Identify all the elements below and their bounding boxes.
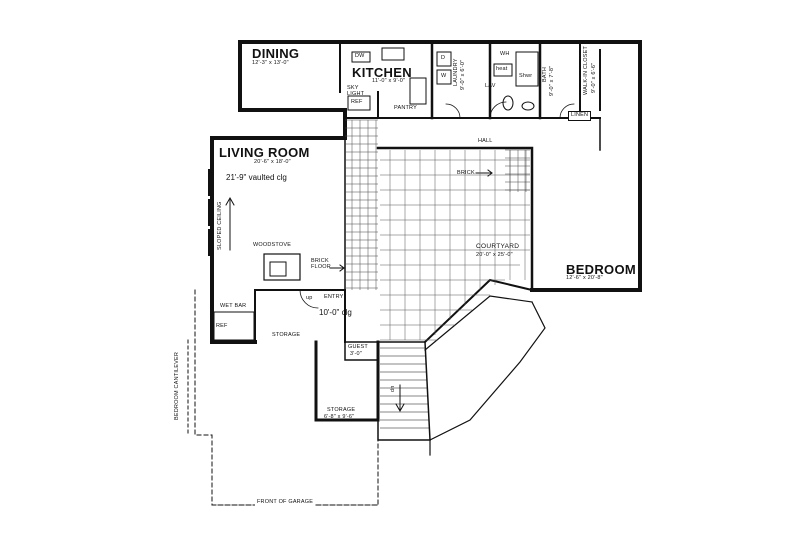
washer-label: W [441, 73, 447, 79]
brick-label: BRICK [457, 170, 475, 176]
stair-outline [377, 341, 431, 441]
closet-title: WALK-IN CLOSET [583, 45, 589, 95]
up-label: up [306, 295, 313, 301]
door-swing-closet [559, 103, 575, 119]
wall-hall-south [376, 146, 534, 292]
stairs-dn-label: dn [390, 385, 396, 392]
brick-floor-label: BRICK FLOOR [311, 258, 331, 271]
guest-title: GUEST [348, 344, 368, 350]
wall-closet [579, 41, 601, 111]
slope-arrow [225, 196, 235, 251]
brick-arrow [329, 264, 345, 272]
kitchen-title: KITCHEN [352, 65, 412, 80]
guest-closet [344, 341, 379, 361]
kitchen-sink [381, 47, 405, 61]
courtyard-title: COURTYARD [476, 243, 520, 250]
diagonal-wall-courtyard [423, 278, 534, 344]
skylight-label: SKY LIGHT [347, 85, 365, 97]
dining-dim: 12'-3" x 13'-0" [252, 60, 289, 66]
living-dim: 20'-6" x 18'-0" [254, 159, 291, 165]
front-of-garage-label: FRONT OF GARAGE [255, 499, 316, 506]
storage-lower-title: STORAGE [327, 407, 356, 413]
toilet [502, 95, 514, 111]
hall-label: HALL [478, 138, 493, 144]
heater [493, 63, 513, 77]
wet-bar-counter [213, 311, 255, 341]
guest-dim: 3'-0" [350, 351, 362, 357]
door-swing-bath [489, 101, 507, 119]
sloped-ceiling-label: SLOPED CEILING [217, 201, 223, 250]
stairs-arrow [395, 384, 405, 413]
shower [515, 51, 539, 87]
bedroom-dim: 12'-6" x 20'-8" [566, 275, 603, 281]
bedroom-title: BEDROOM [566, 262, 636, 277]
woodstove [269, 261, 287, 277]
stair-treads [380, 347, 430, 429]
living-title: LIVING ROOM [219, 145, 310, 160]
refrigerator [347, 95, 371, 111]
bath-title: BATH [542, 66, 548, 82]
heat-label: heat [496, 66, 508, 72]
exterior-wall-living [210, 136, 347, 344]
bath-dim: 9'-0" x 7'-8" [549, 65, 555, 96]
dryer [436, 51, 452, 67]
laundry-title: LAUNDRY [453, 58, 459, 86]
courtyard-tiles [380, 150, 530, 341]
storage-upper-title: STORAGE [272, 332, 301, 338]
brick-floor-pattern [345, 119, 530, 290]
entry-clg-label: 10'-0" clg [319, 308, 352, 317]
bar-ref-label: REF [216, 323, 228, 329]
ref-label: REF [351, 99, 363, 105]
dw-label: DW [355, 53, 365, 59]
dryer-label: D [441, 55, 446, 61]
deck-rail [429, 301, 546, 456]
wet-bar-label: WET BAR [220, 303, 247, 309]
linen-label: LINEN [568, 111, 592, 121]
washer [436, 69, 452, 85]
closet-dim: 9'-0" x 6'-6" [591, 62, 597, 93]
wall-entry [254, 289, 346, 343]
courtyard-dim: 20'-0" x 25'-0" [476, 252, 513, 258]
exterior-wall-west-dining [238, 40, 347, 140]
storage-lower-walls [314, 340, 380, 422]
bedroom-cantilever-label: BEDROOM CANTILEVER [174, 351, 180, 420]
wall-bath [488, 40, 542, 120]
garage-outline [194, 289, 379, 506]
wh-label: WH [500, 51, 510, 57]
dishwasher [351, 51, 371, 63]
diagonal-wall-outer [424, 295, 533, 351]
shower-label: Shwr [519, 73, 533, 79]
kitchen-dim: 11'-0" x 9'-0" [372, 78, 406, 84]
range [409, 77, 427, 105]
living-vault-note: 21'-9" vaulted clg [226, 173, 287, 182]
door-swing-entry [299, 289, 319, 309]
woodstove-label: WOODSTOVE [253, 242, 292, 248]
entry-label: ENTRY [324, 294, 344, 300]
laundry-dim: 9'-0" x 6'-0" [460, 59, 466, 90]
storage-lower-dim: 6'-8" x 9'-6" [324, 414, 355, 420]
lav-sink [521, 101, 535, 111]
dining-title: DINING [252, 46, 300, 61]
door-swing-laundry [445, 103, 461, 119]
lav-label: LAV [485, 83, 496, 89]
pantry-label: PANTRY [394, 105, 418, 111]
woodstove-hearth [263, 253, 301, 281]
